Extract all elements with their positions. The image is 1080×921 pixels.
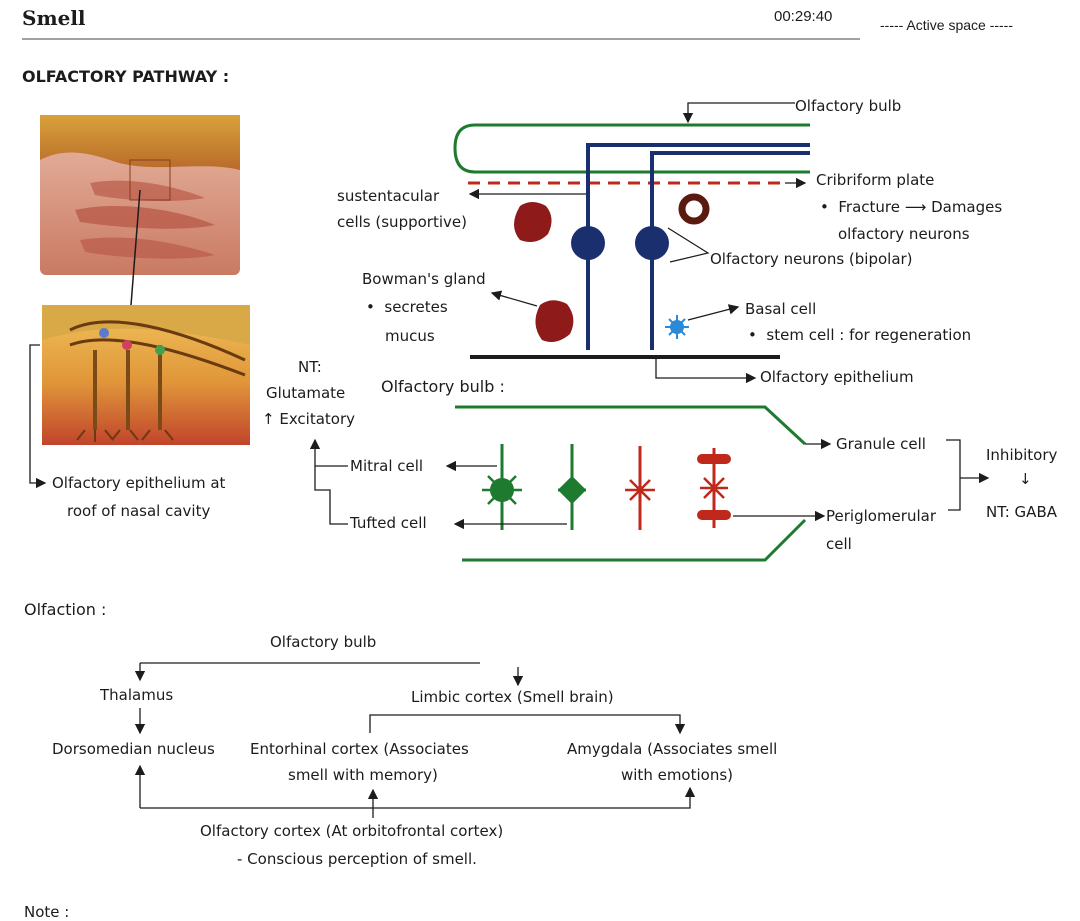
label-mucus: mucus (385, 327, 435, 345)
label-stem-cell: • stem cell : for regeneration (748, 326, 972, 344)
olfaction-flowchart (134, 662, 696, 818)
basal-cell (665, 315, 689, 339)
tufted-cell (557, 444, 587, 530)
flow-entorhinal-1: Entorhinal cortex (Associates (250, 740, 469, 758)
label-secretes: • secretes (366, 298, 448, 316)
label-excitatory: ↑ Excitatory (262, 410, 356, 428)
bulb-top-border (455, 405, 807, 446)
flow-limbic-cortex: Limbic cortex (Smell brain) (411, 688, 614, 706)
label-bowmans-gland: Bowman's gland (362, 270, 486, 288)
flow-amygdala-1: Amygdala (Associates smell (567, 740, 778, 758)
olfactory-epithelium-illustration (42, 305, 250, 445)
flow-thalamus: Thalamus (100, 686, 174, 704)
flow-olfactory-cortex-2: - Conscious perception of smell. (237, 850, 477, 868)
flow-olfactory-bulb: Olfactory bulb (270, 633, 377, 651)
label-olfactory-bulb-top: Olfactory bulb (795, 97, 902, 115)
olfactory-bulb-structure (453, 123, 810, 174)
label-olfactory-epithelium: Olfactory epithelium (760, 368, 914, 386)
flow-amygdala-2: with emotions) (621, 766, 734, 784)
label-cribriform-plate: Cribriform plate (816, 171, 935, 189)
page-title: Smell (22, 6, 86, 30)
label-fracture-bullet: • Fracture ⟶ Damages (820, 198, 1003, 216)
label-olfactory-neurons-damage: olfactory neurons (838, 225, 970, 243)
label-glutamate: Glutamate (266, 384, 346, 402)
olfactory-neurons (571, 143, 810, 350)
label-olfactory-neurons-bipolar: Olfactory neurons (bipolar) (710, 250, 913, 268)
label-tufted-cell: Tufted cell (350, 514, 427, 532)
label-inhibitory: Inhibitory (986, 446, 1058, 464)
label-damages: Damages (931, 198, 1003, 216)
neuron-cross-section (678, 193, 710, 225)
label-sustentacular: sustentacular (337, 187, 440, 205)
bulb-bottom-border (462, 518, 807, 562)
periglomerular-cell (697, 448, 731, 528)
label-nt-gaba: NT: GABA (986, 503, 1057, 521)
label-nt: NT: (298, 358, 322, 376)
active-space-label: ----- Active space ----- (880, 17, 1013, 33)
section-heading-olfactory-pathway: OLFACTORY PATHWAY : (22, 67, 230, 86)
flow-olfactory-cortex-1: Olfactory cortex (At orbitofrontal corte… (200, 822, 504, 840)
arrow-down-icon: ↓ (1019, 470, 1032, 488)
label-granule-cell: Granule cell (836, 435, 926, 453)
label-basal-cell: Basal cell (745, 300, 817, 318)
bowmans-gland-cell (535, 300, 574, 342)
section-heading-olfaction: Olfaction : (24, 600, 107, 619)
label-stem-cell-text: stem cell : for regeneration (766, 326, 972, 344)
mitral-cell (482, 444, 522, 530)
caption-epithelium-2: roof of nasal cavity (67, 502, 211, 520)
label-periglomerular: Periglomerular (826, 507, 936, 525)
label-mitral-cell: Mitral cell (350, 457, 424, 475)
timer: 00:29:40 (774, 8, 833, 25)
flow-dorsomedian-nucleus: Dorsomedian nucleus (52, 740, 215, 758)
flow-entorhinal-2: smell with memory) (288, 766, 438, 784)
sustentacular-cell (514, 202, 552, 242)
label-secretes-text: secretes (384, 298, 448, 316)
label-fracture: Fracture (838, 198, 900, 216)
label-sustentacular-cells: cells (supportive) (337, 213, 467, 231)
caption-epithelium-1: Olfactory epithelium at (52, 474, 226, 492)
note-heading: Note : (24, 903, 70, 921)
arrow-right-icon: ⟶ (904, 198, 927, 216)
label-periglomerular-cell: cell (826, 535, 852, 553)
label-olfactory-bulb-section: Olfactory bulb : (381, 377, 505, 396)
granule-cell (625, 446, 655, 530)
